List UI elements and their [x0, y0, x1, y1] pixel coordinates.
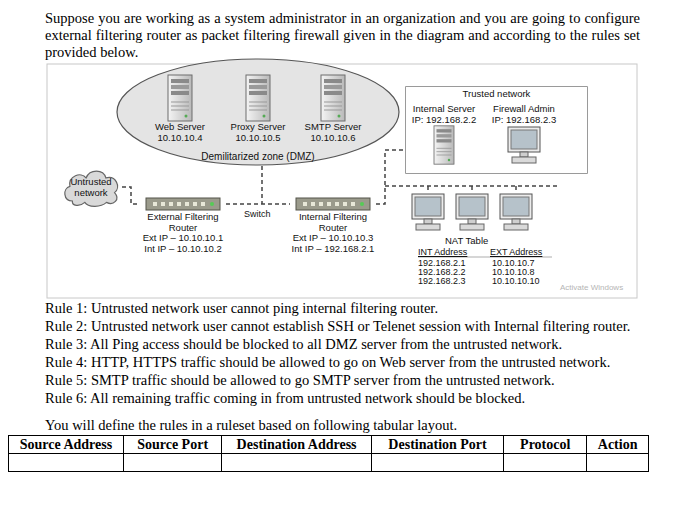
instruction-text: You will define the rules in a ruleset b…	[45, 417, 645, 434]
nat-cell: 192.168.2.1	[418, 258, 466, 268]
node-label: Demilitarized zone (DMZ)	[116, 152, 400, 163]
monitor-icon	[484, 125, 564, 165]
cloud-text-wrap: Untrusted network	[64, 177, 118, 198]
column-header: Protocol	[504, 436, 587, 454]
network-link	[226, 203, 290, 205]
monitor-symbol	[508, 127, 540, 163]
rule-text: Rule 4: HTTP, HTTPS traffic should be al…	[45, 354, 645, 371]
zone-caption-wrap: Demilitarized zone (DMZ)	[116, 152, 400, 163]
column-header: Destination Address	[222, 436, 372, 454]
intro-block: Suppose you are working as a system admi…	[45, 10, 640, 61]
server-icon	[301, 74, 365, 122]
ruleset-table: Source AddressSource PortDestination Add…	[8, 435, 649, 472]
external-router: External Filtering RouterExt IP – 10.10.…	[140, 196, 226, 254]
empty-cell	[222, 454, 372, 472]
node-label: Trusted network	[405, 89, 588, 100]
router-symbol	[146, 198, 220, 210]
ip-address: Ext IP – 10.10.10.1	[140, 233, 226, 244]
nat-cell: 192.168.2.3	[418, 276, 466, 286]
node-label: Internal Server	[407, 104, 481, 115]
ip-address: 10.10.10.6	[301, 133, 365, 144]
nat-cell: 10.10.10.8	[492, 267, 535, 277]
server-icon	[226, 74, 290, 122]
intro-paragraph: Suppose you are working as a system admi…	[45, 10, 640, 61]
watermark: Activate Windows	[560, 283, 623, 293]
node-label: Untrusted network	[64, 177, 118, 198]
ip-address: IP: 192.168.2.2	[407, 115, 481, 126]
rule-text: Rule 1: Untrusted network user cannot pi…	[45, 300, 645, 317]
internal-router: Internal Filtering RouterExt IP – 10.10.…	[290, 196, 376, 254]
empty-cell	[9, 454, 124, 472]
ip-address: 10.10.10.5	[226, 133, 290, 144]
dmz-ellipse	[117, 59, 399, 165]
server-icon	[148, 74, 212, 122]
network-link	[376, 150, 405, 204]
nat-cell: 192.168.2.2	[418, 267, 466, 277]
ip-address: 10.10.10.4	[148, 133, 212, 144]
network-link	[122, 187, 140, 204]
nat-cell: 10.10.10.10	[492, 276, 540, 286]
rule-text: Rule 3: All Ping access should be blocke…	[45, 336, 645, 353]
ip-address: Int IP – 10.10.10.2	[140, 244, 226, 255]
dmz-zone: Web Server10.10.10.4Proxy Server10.10.10…	[116, 58, 400, 166]
server-icon	[407, 125, 481, 165]
router-symbol	[296, 198, 370, 210]
cloud-shape	[65, 171, 118, 206]
column-header: Source Address	[9, 436, 124, 454]
ip-address: Int IP – 192.168.2.1	[290, 244, 376, 255]
untrusted-cloud: Untrusted network	[60, 166, 122, 208]
server-symbol	[434, 126, 454, 164]
server-symbol	[168, 75, 192, 121]
rules-block: Rule 1: Untrusted network user cannot pi…	[45, 300, 645, 472]
node-label: External Filtering Router	[140, 212, 226, 233]
web-server: Web Server10.10.10.4	[148, 74, 212, 143]
server-symbol	[321, 75, 345, 121]
empty-cell	[504, 454, 587, 472]
lan-wire	[385, 186, 560, 192]
server-symbol	[246, 75, 270, 121]
trusted-network: Internal ServerIP: 192.168.2.2Firewall A…	[405, 86, 588, 174]
router-icon	[140, 196, 226, 212]
workstation-icon	[412, 194, 444, 230]
node-label: SMTP Server	[301, 122, 365, 133]
ip-address: IP: 192.168.2.3	[484, 115, 564, 126]
smtp-server: SMTP Server10.10.10.6	[301, 74, 365, 143]
empty-cell	[371, 454, 503, 472]
router-icon	[290, 196, 376, 212]
column-header: Source Port	[123, 436, 221, 454]
nat-cell: 10.10.10.7	[492, 258, 535, 268]
firewall-admin: Firewall AdminIP: 192.168.2.3	[484, 104, 564, 165]
proxy-server: Proxy Server10.10.10.5	[226, 74, 290, 143]
network-heading-wrap: Trusted network	[405, 86, 588, 100]
empty-cell	[123, 454, 221, 472]
network-box	[406, 87, 588, 174]
dmz-link	[261, 166, 263, 204]
ip-address: Ext IP – 10.10.10.3	[290, 233, 376, 244]
rule-text: Rule 6: All remaining traffic coming in …	[45, 390, 645, 407]
internal-server: Internal ServerIP: 192.168.2.2	[407, 104, 481, 165]
empty-cell	[587, 454, 649, 472]
column-header: Destination Port	[371, 436, 503, 454]
workstation-icon	[500, 194, 532, 230]
nat-title: NAT Table	[445, 236, 488, 246]
node-label: Proxy Server	[226, 122, 290, 133]
switch-label: Switch	[244, 209, 271, 219]
rect-outline	[405, 86, 588, 174]
rule-text: Rule 2: Untrusted network user cannot es…	[45, 318, 645, 335]
node-label: Web Server	[148, 122, 212, 133]
header-row: Source AddressSource PortDestination Add…	[9, 436, 649, 454]
column-header: Action	[587, 436, 649, 454]
nat-header: EXT Address	[490, 247, 542, 257]
empty-row	[9, 454, 649, 472]
workstation-icon	[456, 194, 488, 230]
nat-header: INT Address	[418, 247, 467, 257]
rule-text: Rule 5: SMTP traffic should be allowed t…	[45, 372, 645, 389]
node-label: Internal Filtering Router	[290, 212, 376, 233]
node-label: Firewall Admin	[484, 104, 564, 115]
